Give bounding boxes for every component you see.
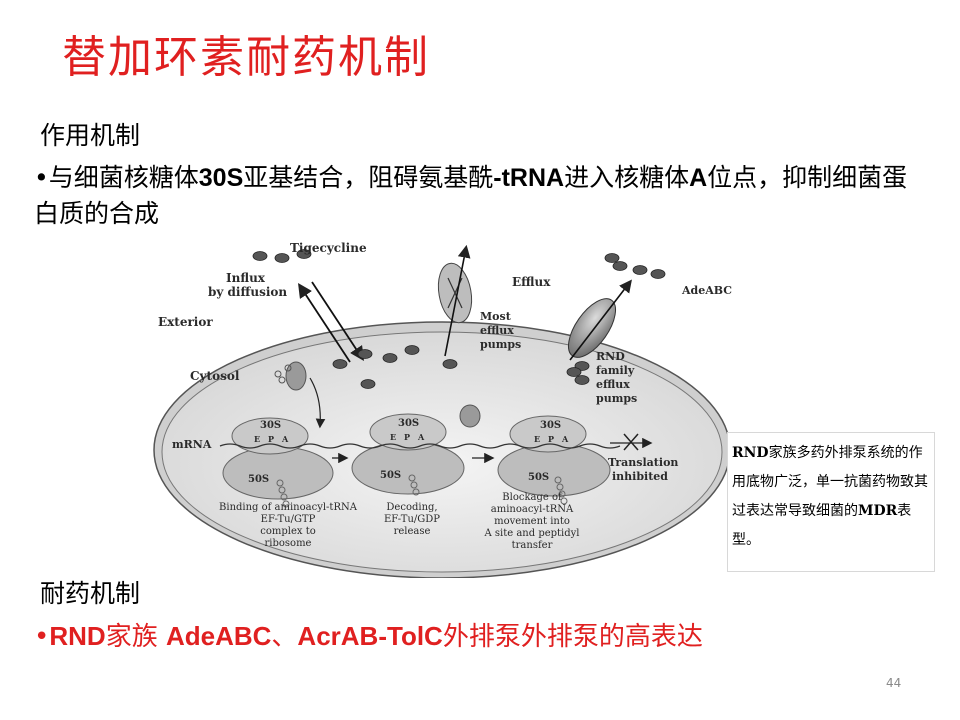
bullet-mark: •: [34, 163, 49, 192]
ef-tu-complex-icon: [274, 361, 307, 391]
site-labels-3: E P A: [534, 434, 569, 444]
caption-line: movement into: [494, 516, 570, 527]
note-bold: MDR: [858, 503, 898, 519]
ef-tu-arrow: [309, 377, 326, 429]
bullet-mark: •: [34, 622, 50, 652]
label-30s-2: 30S: [398, 418, 419, 429]
site-e: E: [390, 432, 396, 442]
caption-line: EF-Tu/GDP: [384, 514, 440, 525]
site-labels-1: E P A: [254, 434, 289, 444]
page-number: 44: [886, 676, 902, 690]
trna-chain-3: [554, 476, 568, 505]
caption-step-3: Blockage of aminoacyl-tRNA movement into…: [483, 492, 579, 551]
label-mrna: mRNA: [172, 438, 212, 451]
caption-line: Blockage of: [502, 492, 563, 503]
bullet-text: 外排泵外排泵的高表达: [442, 622, 703, 652]
bullet-bold: AcrAB-TolC: [297, 621, 443, 651]
rnd-note-box: RND家族多药外排泵系统的作用底物广泛，单一抗菌药物致其过表达常导致细菌的MDR…: [727, 432, 935, 572]
tigecycline-molecules: [252, 249, 666, 389]
caption-line: EF-Tu/GTP: [261, 514, 316, 525]
label-by-diffusion: by diffusion: [208, 285, 287, 299]
caption-step-1: Binding of aminoacyl-tRNA EF-Tu/GTP comp…: [219, 502, 358, 549]
label-influx: Influx: [226, 271, 266, 285]
label-pumps: pumps: [480, 338, 521, 351]
caption-line: release: [394, 526, 431, 537]
section-heading-mechanism: 作用机制: [40, 121, 141, 150]
label-exterior: Exterior: [158, 315, 213, 329]
efflux-pump-icon: [437, 262, 473, 324]
tigecycline-mechanism-diagram: Tigecycline Influx by diffusion Efflux A…: [153, 241, 732, 578]
note-text: 家族多药外排泵系统的作用底物广泛，单一抗菌药物致其过表达常导致细菌的: [732, 445, 928, 519]
mrna-strand: [219, 443, 621, 449]
caption-step-2: Decoding, EF-Tu/GDP release: [384, 502, 440, 537]
inhibited-cross-icon: [623, 433, 639, 451]
site-p: P: [548, 434, 554, 444]
label-rnd-pumps: pumps: [596, 392, 637, 405]
label-50s-3: 50S: [528, 472, 549, 483]
site-e: E: [534, 434, 540, 444]
bullet-resistance: •RND家族 AdeABC、AcrAB-TolC外排泵外排泵的高表达: [34, 620, 703, 655]
influx-arrow-in: [311, 281, 364, 362]
note-bold: RND: [732, 445, 769, 461]
label-30s-1: 30S: [260, 420, 281, 431]
label-30s-3: 30S: [540, 420, 561, 431]
site-a: A: [281, 434, 289, 444]
label-efflux: Efflux: [512, 275, 551, 289]
label-tigecycline: Tigecycline: [290, 241, 367, 255]
section-heading-resistance: 耐药机制: [40, 579, 141, 608]
bullet-bold: A: [689, 164, 708, 192]
label-rnd-efflux: efflux: [596, 378, 630, 391]
efflux-arrow: [444, 244, 471, 357]
label-50s-1: 50S: [248, 474, 269, 485]
caption-line: complex to: [260, 526, 315, 537]
ribosome-1: [222, 417, 334, 500]
bullet-bold: -tRNA: [493, 164, 565, 192]
label-most: Most: [480, 310, 512, 323]
caption-line: Binding of aminoacyl-tRNA: [219, 502, 358, 513]
bullet-bold: RND: [49, 621, 106, 651]
caption-line: ribosome: [265, 538, 312, 549]
site-e: E: [254, 434, 260, 444]
site-labels-2: E P A: [390, 432, 425, 442]
bullet-text: 与细菌核糖体: [48, 163, 199, 192]
ribosome-3: [497, 415, 611, 497]
bullet-bold: 30S: [198, 164, 244, 192]
bullet-text: 家族: [105, 622, 166, 652]
caption-line: Decoding,: [386, 502, 437, 513]
influx-arrow-out: [298, 282, 351, 363]
site-p: P: [268, 434, 274, 444]
site-a: A: [417, 432, 425, 442]
label-50s-2: 50S: [380, 470, 401, 481]
label-adeabc: AdeABC: [681, 284, 732, 297]
slide-title: 替加环素耐药机制: [62, 32, 430, 83]
ribosome-2: [351, 413, 465, 495]
ef-tu-gdp-icon: [459, 404, 481, 428]
rnd-efflux-arrow: [569, 279, 632, 361]
caption-line: transfer: [512, 540, 553, 551]
label-efflux-2: efflux: [480, 324, 514, 337]
label-cytosol: Cytosol: [190, 369, 240, 383]
label-family: family: [596, 364, 635, 377]
label-inhibited: inhibited: [612, 470, 668, 483]
bullet-text: 进入核糖体: [564, 163, 690, 192]
bullet-text: 、: [271, 622, 298, 652]
site-a: A: [561, 434, 569, 444]
bullet-text: 亚基结合，阻碍氨基酰: [243, 163, 494, 192]
trna-chain-1: [276, 479, 290, 508]
note-text: 表型。: [732, 503, 912, 548]
bullet-bold: AdeABC: [165, 621, 272, 651]
bullet-text: 位点，抑制细菌蛋白质的合成: [34, 163, 908, 228]
site-p: P: [404, 432, 410, 442]
label-rnd: RND: [596, 350, 625, 363]
bullet-mechanism: •与细菌核糖体30S亚基结合，阻碍氨基酰-tRNA进入核糖体A位点，抑制细菌蛋白…: [34, 160, 914, 231]
trna-chain-2: [408, 474, 420, 496]
caption-line: A site and peptidyl: [483, 528, 579, 539]
caption-line: aminoacyl-tRNA: [491, 504, 574, 515]
label-translation: Translation: [608, 456, 678, 469]
